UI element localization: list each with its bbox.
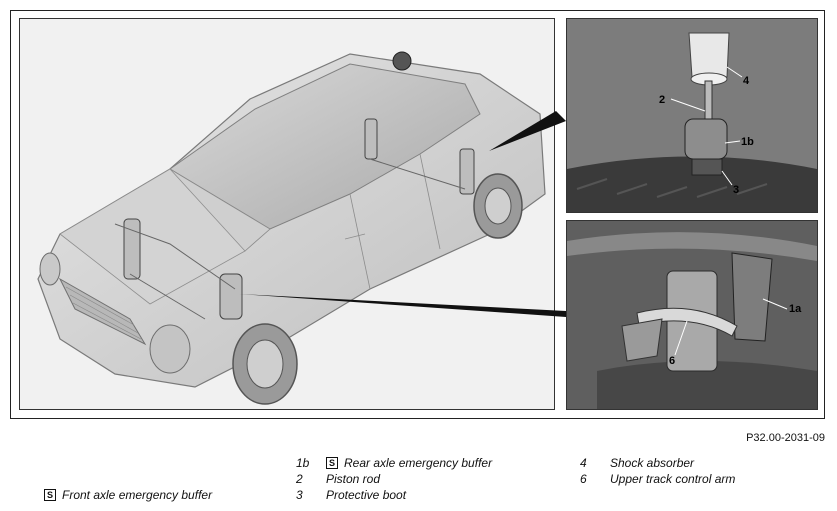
callout-4: 4: [743, 75, 750, 87]
legend-key: 6: [580, 472, 587, 486]
legend-label: Rear axle emergency buffer: [344, 456, 493, 470]
legend-key: 3: [296, 488, 303, 502]
legend-label: Front axle emergency buffer: [62, 488, 213, 502]
legend-item-1b: 1b S Rear axle emergency buffer: [296, 456, 492, 470]
legend-label: Piston rod: [326, 472, 381, 486]
legend-item-6: 6 Upper track control arm: [580, 472, 735, 486]
rear-axle-detail-photo: 4 2 1b 3: [566, 18, 818, 213]
figure-code: P32.00-2031-09: [746, 432, 825, 444]
callout-6: 6: [669, 355, 676, 367]
legend-item-3: 3 Protective boot: [296, 488, 406, 502]
legend-item-2: 2 Piston rod: [296, 472, 380, 486]
legend-item-4: 4 Shock absorber: [580, 456, 694, 470]
callout-1a: 1a: [789, 303, 802, 315]
callout-1b: 1b: [741, 136, 754, 148]
legend-item-front-buffer: S Front axle emergency buffer: [44, 488, 212, 502]
car-illustration: [19, 18, 555, 410]
legend-key: 2: [296, 472, 303, 486]
rear-axle-drawing: [567, 19, 817, 212]
legend-label: Upper track control arm: [610, 472, 736, 486]
car-drawing: [37, 51, 546, 405]
callout-2: 2: [659, 94, 666, 106]
front-axle-drawing: [567, 221, 817, 409]
legend-label: Protective boot: [326, 488, 407, 502]
emergency-buffer-symbol-icon: S: [44, 489, 56, 501]
legend-label: Shock absorber: [610, 456, 695, 470]
callout-3: 3: [733, 184, 740, 196]
legend-key: 1b: [296, 456, 310, 470]
emergency-buffer-symbol-icon: S: [326, 457, 338, 469]
front-axle-detail-photo: 1a 6: [566, 220, 818, 410]
figure-frame: 4 2 1b 3 1a 6: [10, 10, 825, 419]
legend-key: 4: [580, 456, 587, 470]
